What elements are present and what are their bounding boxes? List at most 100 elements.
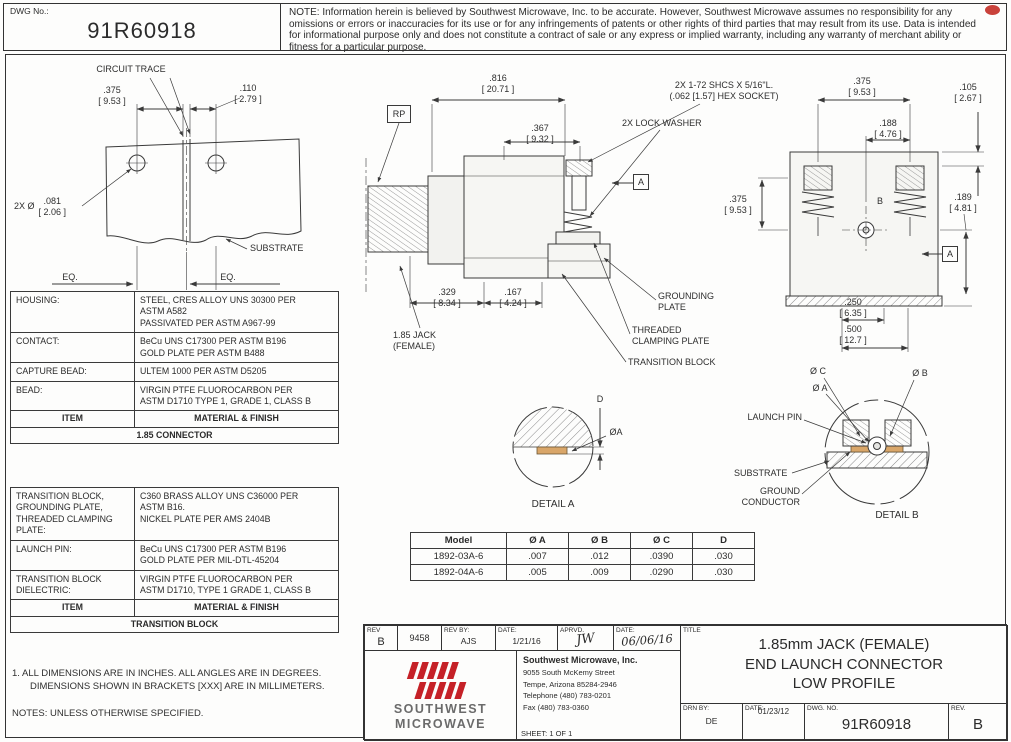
approved-date-cell: DATE: 06/06/16: [613, 625, 681, 651]
ecn-number: 9458: [409, 633, 430, 643]
rev-date-label: DATE:: [498, 627, 517, 634]
hole-dim-label: .081 [ 2.06 ]: [38, 196, 67, 217]
rp-reference-box: RP: [387, 105, 411, 123]
drawing-title: 1.85mm JACK (FEMALE) END LAUNCH CONNECTO…: [744, 636, 944, 693]
rev-by-label: REV BY:: [444, 627, 470, 634]
item-cell: CAPTURE BEAD:: [10, 362, 135, 382]
lock-washer-label: 2X LOCK WASHER: [622, 118, 702, 128]
dim-110-label: .110 [ 2.79 ]: [234, 83, 262, 104]
table-header-row: ITEM MATERIAL & FINISH: [10, 410, 339, 428]
rev2-value: B: [972, 716, 983, 733]
dim-367-label: .367 [ 9.32 ]: [526, 123, 554, 144]
clamping-plate-label: THREADED CLAMPING PLATE: [632, 325, 710, 346]
company-fax: Fax (480) 783-0360: [523, 702, 589, 712]
detail-b-caption: DETAIL B: [875, 510, 919, 521]
dim-189-label: .189 [ 4.81 ]: [949, 192, 977, 213]
section-a-marker-front: A: [942, 246, 958, 262]
table-header-row: ITEM MATERIAL & FINISH: [10, 599, 339, 617]
dwg-number: 91R60918: [87, 18, 197, 43]
detail-b-substrate-label: SUBSTRATE: [734, 468, 788, 478]
b-datum-label: B: [876, 196, 884, 206]
column-header: D: [692, 532, 755, 549]
table-row: BEAD: VIRGIN PTFE FLUOROCARBON PER ASTM …: [10, 380, 339, 412]
material-cell: ULTEM 1000 PER ASTM D5205: [134, 362, 339, 382]
note-1: 1. ALL DIMENSIONS ARE IN INCHES. ALL ANG…: [12, 668, 322, 679]
value-cell: .030: [692, 548, 755, 565]
title-label: TITLE: [683, 627, 701, 634]
detail-a-d-label: D: [596, 394, 604, 404]
item-header-cell: ITEM: [10, 599, 135, 617]
dim-329-label: .329 [ 8.34 ]: [433, 287, 461, 308]
rev-label: REV: [367, 627, 381, 634]
sheet-number: SHEET: 1 OF 1: [521, 729, 573, 738]
approved-date-label: DATE:: [616, 627, 635, 634]
dwg-no-cell: DWG. NO. 91R60918: [804, 703, 949, 741]
red-mark: [985, 5, 1000, 15]
rev-date-cell: DATE: 1/21/16: [495, 625, 558, 651]
connector-material-table: HOUSING: STEEL, CRES ALLOY UNS 30300 PER…: [10, 290, 339, 445]
column-header: Model: [410, 532, 507, 549]
model-cell: 1892-04A-6: [410, 564, 507, 581]
item-cell: LAUNCH PIN:: [10, 539, 135, 571]
material-cell: VIRGIN PTFE FLUOROCARBON PER ASTM D1710,…: [134, 569, 339, 601]
shcs-note-label: 2X 1-72 SHCS X 5/16"L. (.062 [1.57] HEX …: [669, 80, 779, 101]
table-title-cell: TRANSITION BLOCK: [10, 615, 339, 634]
value-cell: .0290: [630, 564, 693, 581]
logo-word-southwest: SOUTHWEST: [393, 702, 488, 717]
note-1b: DIMENSIONS SHOWN IN BRACKETS [XXX] ARE I…: [30, 681, 325, 692]
material-cell: VIRGIN PTFE FLUOROCARBON PER ASTM D1710 …: [134, 380, 339, 412]
detail-a-dia-a-label: ØA: [609, 427, 623, 437]
section-a-marker-side: A: [633, 174, 649, 190]
table-row: 1892-03A-6 .007 .012 .0390 .030: [410, 548, 755, 565]
title-block: REV B 9458 REV BY: AJS DATE: 1/21/16 APR…: [363, 624, 1008, 741]
item-cell: HOUSING:: [10, 290, 135, 334]
table-row: CAPTURE BEAD: ULTEM 1000 PER ASTM D5205: [10, 362, 339, 382]
table-footer-row: 1.85 CONNECTOR: [10, 426, 339, 445]
table-row: HOUSING: STEEL, CRES ALLOY UNS 30300 PER…: [10, 290, 339, 334]
column-header: Ø A: [506, 532, 569, 549]
drawn-by-cell: DRN BY: DE: [680, 703, 743, 741]
disclaimer-note: NOTE: Information herein is believed by …: [281, 3, 1007, 53]
grounding-plate-label: GROUNDING PLATE: [658, 291, 714, 312]
southwest-microwave-logo: [406, 662, 466, 700]
substrate-label: SUBSTRATE: [250, 243, 304, 253]
rev2-label: REV.: [951, 705, 966, 712]
title-cell: TITLE 1.85mm JACK (FEMALE) END LAUNCH CO…: [680, 625, 1008, 704]
company-address-1: 9055 South McKemy Street: [523, 668, 615, 677]
dwg-number-box: DWG No.: 91R60918: [3, 3, 281, 51]
detail-b-dia-c-label: Ø C: [809, 366, 827, 376]
dwg-no-cell-label: DWG. NO.: [807, 705, 839, 712]
dim-105-label: .105 [ 2.67 ]: [954, 82, 982, 103]
table-header-row: Model Ø A Ø B Ø C D: [410, 532, 755, 549]
table-footer-row: TRANSITION BLOCK: [10, 615, 339, 634]
detail-b-dia-a-label: Ø A: [812, 383, 828, 393]
model-dimension-table: Model Ø A Ø B Ø C D 1892-03A-6 .007 .012…: [410, 532, 755, 581]
notes-header: NOTES: UNLESS OTHERWISE SPECIFIED.: [12, 708, 204, 719]
table-row: TRANSITION BLOCK, GROUNDING PLATE, THREA…: [10, 487, 339, 541]
detail-a-caption: DETAIL A: [531, 499, 575, 510]
dim-375-top-label: .375 [ 9.53 ]: [848, 76, 876, 97]
detail-b-dia-b-label: Ø B: [912, 368, 928, 378]
hole-diameter-callout: 2X Ø .081 [ 2.06 ]: [14, 196, 66, 218]
item-cell: BEAD:: [10, 380, 135, 412]
eq-right-label: EQ.: [220, 272, 236, 282]
header-row: DWG No.: 91R60918 NOTE: Information here…: [3, 3, 1007, 53]
value-cell: .005: [506, 564, 569, 581]
value-cell: .030: [692, 564, 755, 581]
value-cell: .012: [568, 548, 631, 565]
approved-label: APRVD.: [560, 627, 585, 634]
rev2-cell: REV. B: [948, 703, 1008, 741]
dwg-no-cell-value: 91R60918: [841, 716, 912, 733]
rev-by-value: AJS: [460, 636, 477, 646]
ecn-cell: 9458: [397, 625, 442, 651]
material-header-cell: MATERIAL & FINISH: [134, 599, 339, 617]
transition-block-label: TRANSITION BLOCK: [628, 357, 716, 367]
drawn-date-cell: DATE: 01/23/12: [742, 703, 805, 741]
dim-250-label: .250 [ 6.35 ]: [839, 297, 867, 318]
ground-conductor-label: GROUND CONDUCTOR: [741, 486, 800, 507]
jack-female-label: 1.85 JACK (FEMALE): [393, 330, 437, 351]
company-address-2: Tempe, Arizona 85284-2946: [523, 679, 617, 689]
drawn-date-value: 01/23/12: [757, 707, 790, 716]
